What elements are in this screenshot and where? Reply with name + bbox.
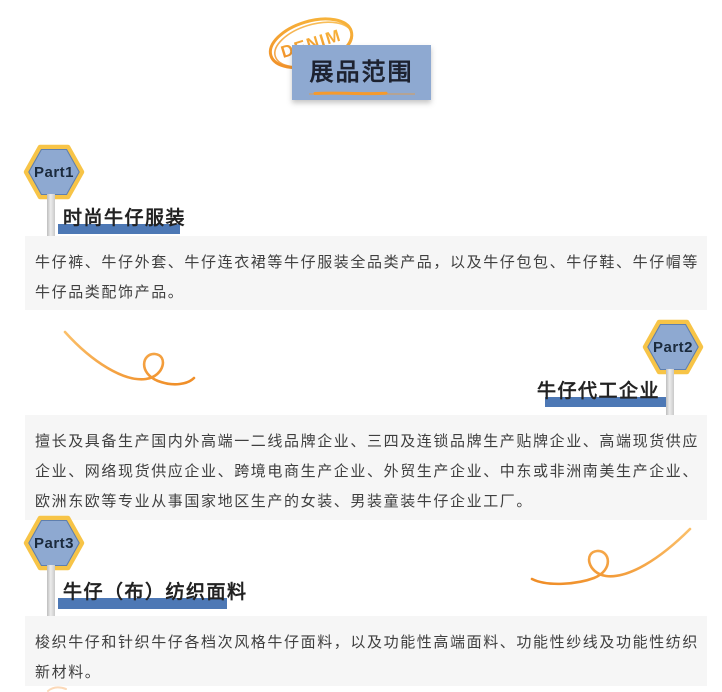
part-badge-2: Part2	[642, 319, 704, 375]
part-badge-3: Part3	[23, 515, 85, 571]
curl-left-icon	[63, 330, 196, 386]
section-body-2-text: 擅长及具备生产国内外高端一二线品牌企业、三四及连锁品牌生产贴牌企业、高端现货供应…	[35, 433, 700, 510]
part-badge-2-label: Part2	[653, 339, 693, 356]
section-body-3-text: 梭织牛仔和针织牛仔各档次风格牛仔面料，以及功能性高端面料、功能性纱线及功能性纺织…	[35, 634, 700, 681]
page-header: 展品范围	[292, 45, 431, 100]
header-underline-icon	[308, 91, 415, 96]
section-body-1: 牛仔裤、牛仔外套、牛仔连衣裙等牛仔服装全品类产品，以及牛仔包包、牛仔鞋、牛仔帽等…	[25, 236, 707, 310]
sign-post-1	[47, 194, 55, 236]
sign-post-3	[47, 565, 55, 616]
curl-right-icon	[530, 527, 692, 586]
page-title: 展品范围	[309, 59, 414, 86]
section-title-2: 牛仔代工企业	[536, 381, 660, 402]
section-body-3: 梭织牛仔和针织牛仔各档次风格牛仔面料，以及功能性高端面料、功能性纱线及功能性纺织…	[25, 616, 707, 686]
part-badge-1: Part1	[23, 144, 85, 200]
section-body-2: 擅长及具备生产国内外高端一二线品牌企业、三四及连锁品牌生产贴牌企业、高端现货供应…	[25, 415, 707, 520]
title-bar-3	[58, 598, 227, 609]
section-title-3: 牛仔（布）纺织面料	[63, 582, 248, 603]
title-bar-1	[58, 224, 180, 234]
sign-post-2	[666, 369, 674, 415]
part-badge-1-label: Part1	[34, 164, 74, 181]
part-badge-3-label: Part3	[34, 535, 74, 552]
section-body-1-text: 牛仔裤、牛仔外套、牛仔连衣裙等牛仔服装全品类产品，以及牛仔包包、牛仔鞋、牛仔帽等…	[35, 254, 700, 301]
section-title-1: 时尚牛仔服装	[63, 208, 187, 229]
title-bar-2	[545, 397, 667, 407]
